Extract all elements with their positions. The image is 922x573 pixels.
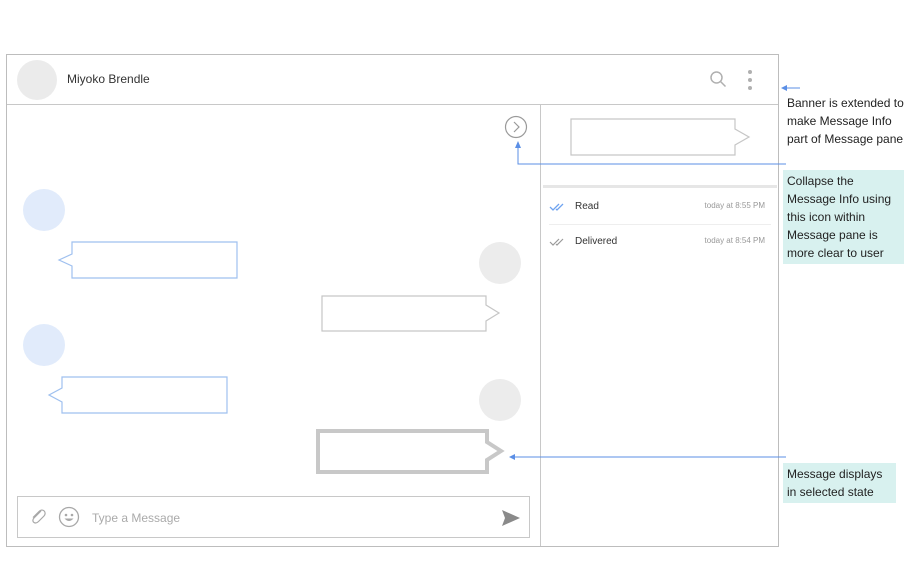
selected-message-bubble[interactable] xyxy=(315,428,505,476)
incoming-message-bubble[interactable] xyxy=(57,241,239,281)
annotation-selected: Message displays in selected state xyxy=(783,463,896,503)
messaging-window: Miyoko Brendle xyxy=(6,54,779,547)
message-input[interactable] xyxy=(92,507,472,529)
conversation-banner: Miyoko Brendle xyxy=(7,55,778,105)
send-icon[interactable] xyxy=(500,508,522,528)
receipt-row-delivered: Delivered today at 8:54 PM xyxy=(549,226,771,260)
divider xyxy=(543,185,777,188)
receipt-row-read: Read today at 8:55 PM xyxy=(549,191,771,225)
receipt-time: today at 8:55 PM xyxy=(704,201,765,210)
message-info-pane: Read today at 8:55 PM Delivered today at… xyxy=(540,105,778,546)
message-pane xyxy=(7,105,540,546)
message-preview-bubble xyxy=(570,118,751,156)
avatar[interactable] xyxy=(17,60,57,100)
emoji-icon[interactable] xyxy=(58,506,80,528)
annotation-collapse: Collapse the Message Info using this ico… xyxy=(783,170,904,264)
outgoing-message-bubble[interactable] xyxy=(320,294,502,334)
more-vertical-icon[interactable] xyxy=(745,69,755,91)
collapse-info-icon[interactable] xyxy=(504,115,528,139)
contact-name: Miyoko Brendle xyxy=(67,72,150,86)
contact-avatar xyxy=(23,324,65,366)
message-composer xyxy=(17,496,530,538)
search-icon[interactable] xyxy=(709,70,727,88)
double-check-icon xyxy=(549,238,564,246)
user-avatar xyxy=(479,242,521,284)
receipt-status: Delivered xyxy=(575,236,618,247)
user-avatar xyxy=(479,379,521,421)
attach-icon[interactable] xyxy=(28,507,48,527)
double-check-icon xyxy=(549,203,564,211)
contact-avatar xyxy=(23,189,65,231)
incoming-message-bubble[interactable] xyxy=(47,375,229,415)
receipt-status: Read xyxy=(575,201,599,212)
annotation-banner: Banner is extended to make Message Info … xyxy=(787,96,904,146)
receipt-time: today at 8:54 PM xyxy=(704,236,765,245)
